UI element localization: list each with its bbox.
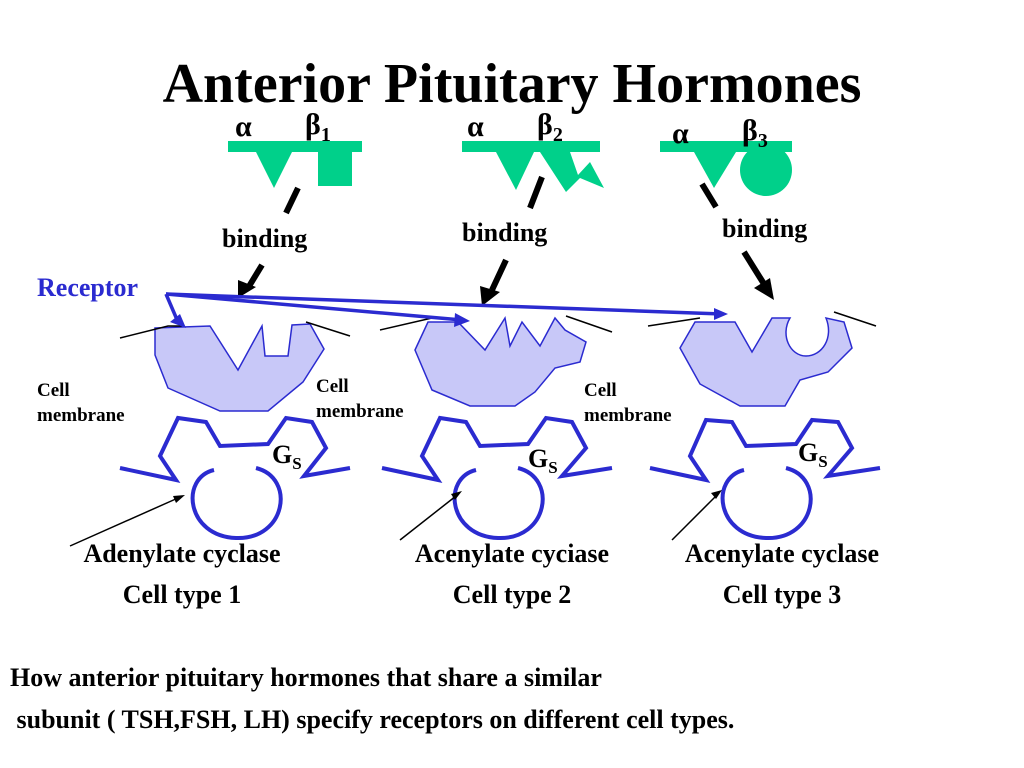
alpha-label-1: α <box>235 110 252 143</box>
binding-label-1: binding <box>222 224 308 253</box>
receptor-pointers <box>164 292 728 328</box>
alpha-label-2: α <box>467 110 484 143</box>
receptor-1 <box>119 321 351 412</box>
binding-label-3: binding <box>722 214 808 243</box>
figure-caption: How anterior pituitary hormones that sha… <box>10 663 735 734</box>
hormone-1 <box>228 141 362 188</box>
alpha-label-3: α <box>672 117 689 150</box>
binding-arrows <box>238 175 774 306</box>
receptor-3 <box>647 311 877 407</box>
slide-title: Anterior Pituitary Hormones <box>162 53 862 115</box>
receptor-label: Receptor <box>37 273 139 302</box>
hormone-2 <box>462 141 604 192</box>
binding-label-2: binding <box>462 218 548 247</box>
gs-label-2: GS <box>528 444 558 478</box>
membrane-gs-1 <box>119 415 351 541</box>
enzyme-pointers <box>69 490 722 547</box>
gs-label-1: GS <box>272 440 302 474</box>
beta-label-1: β1 <box>305 108 331 146</box>
receptor-2 <box>379 315 613 407</box>
membrane-gs-2 <box>381 415 613 541</box>
beta-label-3: β3 <box>742 114 768 152</box>
hormone-3 <box>660 141 792 196</box>
beta-label-2: β2 <box>537 108 563 146</box>
membrane-gs-3 <box>649 417 881 541</box>
gs-label-3: GS <box>798 438 828 472</box>
